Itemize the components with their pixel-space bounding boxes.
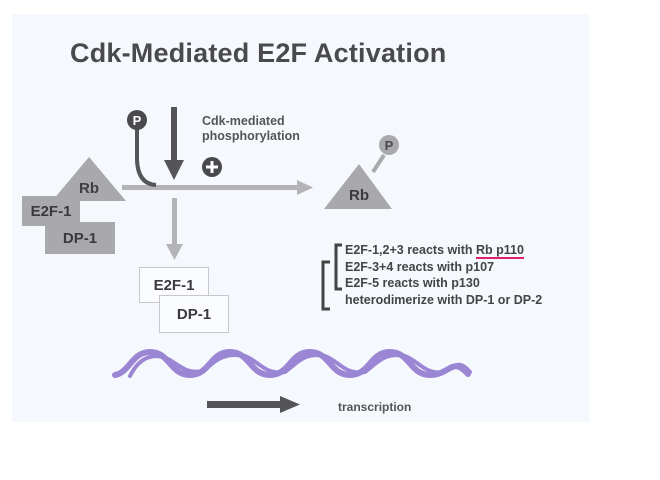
phosphate-curve <box>135 128 157 187</box>
transcription-arrow-shaft <box>207 401 282 408</box>
main-arrow-shaft <box>122 185 297 190</box>
note-item: E2F-3+4 reacts with p107 <box>345 259 495 274</box>
e2f-interaction-notes: E2F-1,2+3 reacts with Rb p110 E2F-3+4 re… <box>345 242 542 308</box>
dna-helix <box>112 348 472 379</box>
dp-label-released: DP-1 <box>176 305 212 323</box>
release-arrow-shaft <box>172 198 177 246</box>
rb-triangle-right <box>324 164 392 209</box>
dp-box-left: DP-1 <box>45 222 115 254</box>
rb-triangle-left <box>52 157 126 201</box>
e2f-label-left: E2F-1 <box>30 202 72 220</box>
e2f-label-released: E2F-1 <box>153 276 195 294</box>
cdk-arrow-head <box>164 160 184 180</box>
rb-label-left: Rb <box>79 180 99 197</box>
dp-box-released: DP-1 <box>159 295 229 333</box>
rb-label-right: Rb <box>349 187 369 204</box>
transcription-label: transcription <box>338 400 412 414</box>
bracket-inner <box>334 243 342 291</box>
cdk-arrow-shaft <box>171 107 177 162</box>
phosphate-circle-right <box>379 135 399 155</box>
note-item: heterodimerize with DP-1 or DP-2 <box>345 292 543 307</box>
e2f-box-left: E2F-1 <box>22 196 80 226</box>
dp-label-left: DP-1 <box>62 229 98 247</box>
cdk-label-line2: phosphorylation <box>202 129 300 143</box>
highlighted-rb-p110: Rb p110 <box>475 243 524 259</box>
phosphate-symbol: P <box>133 113 142 128</box>
phosphate-circle <box>127 110 147 130</box>
note-item: E2F-5 reacts with p130 <box>345 276 480 290</box>
cdk-label-line1: Cdk-mediated <box>202 114 285 128</box>
main-arrow-head <box>297 180 313 195</box>
dna-strand-a <box>112 348 471 379</box>
plus-icon-v <box>210 161 214 173</box>
bracket-outer <box>321 260 330 311</box>
diagram-title: Cdk-Mediated E2F Activation <box>70 38 447 68</box>
cdk-phosphorylation-label: Cdk-mediated phosphorylation <box>202 114 300 144</box>
release-arrow-head <box>166 244 183 260</box>
phosphate-link <box>371 153 386 174</box>
dna-strand-b <box>128 353 472 378</box>
note-item: E2F-1,2+3 reacts with Rb p110 <box>345 243 524 259</box>
transcription-arrow-head <box>280 396 300 413</box>
phosphate-symbol-right: P <box>385 138 394 153</box>
